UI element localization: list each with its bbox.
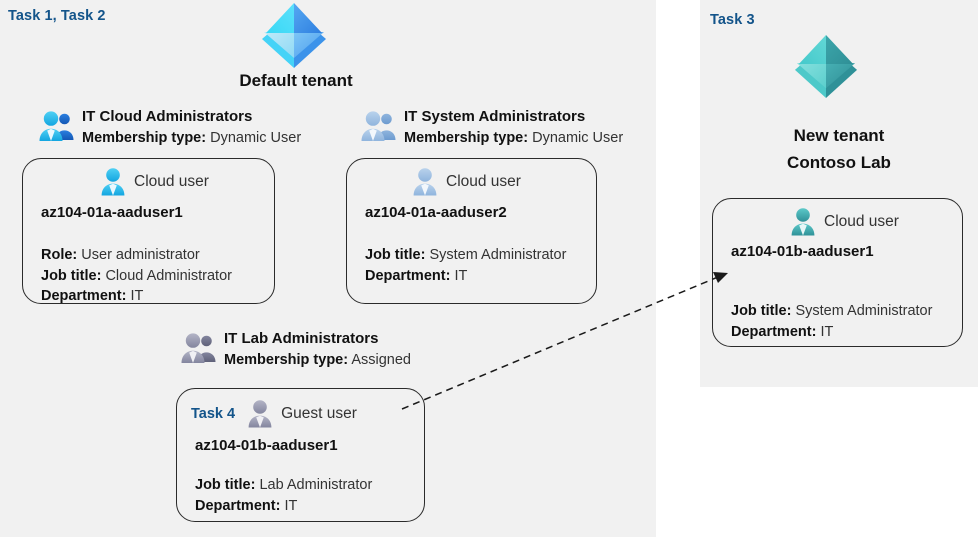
card-prop-row: Job title: Lab Administrator bbox=[195, 475, 372, 496]
card-prop-value: System Administrator bbox=[795, 303, 933, 319]
group-users-icon bbox=[360, 110, 398, 142]
card-prop-value: IT bbox=[130, 288, 144, 305]
task-tag-inline: Task 4 bbox=[191, 405, 236, 422]
card-properties: Job title: System Administrator Departme… bbox=[365, 245, 566, 286]
card-user-type-row: Task 4 Guest user bbox=[191, 399, 357, 428]
group-name: IT System Administrators bbox=[404, 108, 586, 125]
card-user-type: Guest user bbox=[281, 404, 357, 422]
group-membership-type: Membership type: Assigned bbox=[224, 350, 411, 371]
card-prop-value: IT bbox=[820, 323, 834, 340]
card-prop-label: Job title: bbox=[41, 267, 102, 284]
card-prop-label: Job title: bbox=[731, 303, 792, 319]
group-membership-label: Membership type: bbox=[224, 351, 349, 368]
card-prop-label: Department: bbox=[731, 323, 817, 340]
group-users-icon bbox=[180, 332, 218, 364]
cloud-user-icon bbox=[411, 167, 439, 196]
card-prop-row: Job title: System Administrator bbox=[365, 245, 566, 266]
group-membership-label: Membership type: bbox=[404, 129, 529, 146]
group-users-icon bbox=[38, 110, 76, 142]
card-user-type: Cloud user bbox=[134, 172, 209, 190]
user-card-aaduser2-cloud: Cloud user az104-01a-aaduser2 Job title:… bbox=[346, 158, 597, 304]
card-user-type: Cloud user bbox=[824, 212, 899, 230]
default-tenant-panel bbox=[0, 0, 656, 537]
card-prop-value: User administrator bbox=[81, 247, 200, 263]
card-prop-row: Department: IT bbox=[41, 286, 232, 307]
card-prop-row: Department: IT bbox=[365, 266, 566, 287]
new-tenant-label-line2: Contoso Lab bbox=[787, 153, 891, 172]
card-properties: Job title: Lab Administrator Department:… bbox=[195, 475, 372, 516]
card-prop-value: IT bbox=[284, 497, 298, 514]
task-tag-left: Task 1, Task 2 bbox=[8, 8, 106, 24]
card-prop-label: Role: bbox=[41, 247, 78, 263]
card-prop-value: System Administrator bbox=[429, 247, 567, 263]
card-prop-row: Department: IT bbox=[731, 322, 932, 343]
group-membership-type: Membership type: Dynamic User bbox=[404, 128, 623, 149]
group-name: IT Lab Administrators bbox=[224, 330, 379, 347]
group-name: IT Cloud Administrators bbox=[82, 108, 253, 125]
card-user-type-row: Cloud user bbox=[99, 167, 209, 196]
card-prop-label: Department: bbox=[41, 288, 127, 305]
card-prop-value: IT bbox=[454, 267, 468, 284]
card-prop-row: Department: IT bbox=[195, 496, 372, 517]
card-user-type-row: Cloud user bbox=[411, 167, 521, 196]
group-membership-type: Membership type: Dynamic User bbox=[82, 128, 301, 149]
card-username: az104-01b-aaduser1 bbox=[731, 243, 874, 260]
card-properties: Job title: System Administrator Departme… bbox=[731, 301, 932, 342]
group-membership-label: Membership type: bbox=[82, 129, 207, 146]
card-prop-label: Department: bbox=[365, 267, 451, 284]
card-prop-row: Job title: System Administrator bbox=[731, 301, 932, 322]
card-prop-label: Job title: bbox=[365, 247, 426, 263]
group-membership-value: Dynamic User bbox=[532, 129, 624, 146]
card-user-type: Cloud user bbox=[446, 172, 521, 190]
group-membership-value: Assigned bbox=[351, 351, 411, 368]
card-username: az104-01a-aaduser1 bbox=[41, 204, 183, 221]
guest-user-icon bbox=[246, 399, 274, 428]
azure-ad-tenant-icon-new bbox=[791, 34, 861, 98]
user-card-aaduser1b-cloud: Cloud user az104-01b-aaduser1 Job title:… bbox=[712, 198, 963, 347]
cloud-user-icon bbox=[99, 167, 127, 196]
task-tag-right: Task 3 bbox=[710, 12, 755, 28]
group-membership-value: Dynamic User bbox=[210, 129, 302, 146]
user-card-aaduser1b-guest: Task 4 Guest user az104-01b-aaduser1 Job… bbox=[176, 388, 425, 522]
card-prop-value: Cloud Administrator bbox=[105, 267, 232, 284]
card-prop-row: Role: User administrator bbox=[41, 245, 232, 266]
default-tenant-label: Default tenant bbox=[239, 71, 353, 90]
card-prop-row: Job title: Cloud Administrator bbox=[41, 266, 232, 287]
cloud-user-icon bbox=[789, 207, 817, 236]
card-prop-label: Department: bbox=[195, 497, 281, 514]
card-properties: Role: User administrator Job title: Clou… bbox=[41, 245, 232, 307]
card-user-type-row: Cloud user bbox=[789, 207, 899, 236]
azure-ad-tenant-icon-default bbox=[258, 2, 330, 68]
card-prop-value: Lab Administrator bbox=[259, 477, 373, 493]
card-username: az104-01b-aaduser1 bbox=[195, 437, 338, 454]
user-card-aaduser1-cloud: Cloud user az104-01a-aaduser1 Role: User… bbox=[22, 158, 275, 304]
card-username: az104-01a-aaduser2 bbox=[365, 204, 507, 221]
new-tenant-label-line1: New tenant bbox=[793, 126, 885, 145]
card-prop-label: Job title: bbox=[195, 477, 256, 493]
